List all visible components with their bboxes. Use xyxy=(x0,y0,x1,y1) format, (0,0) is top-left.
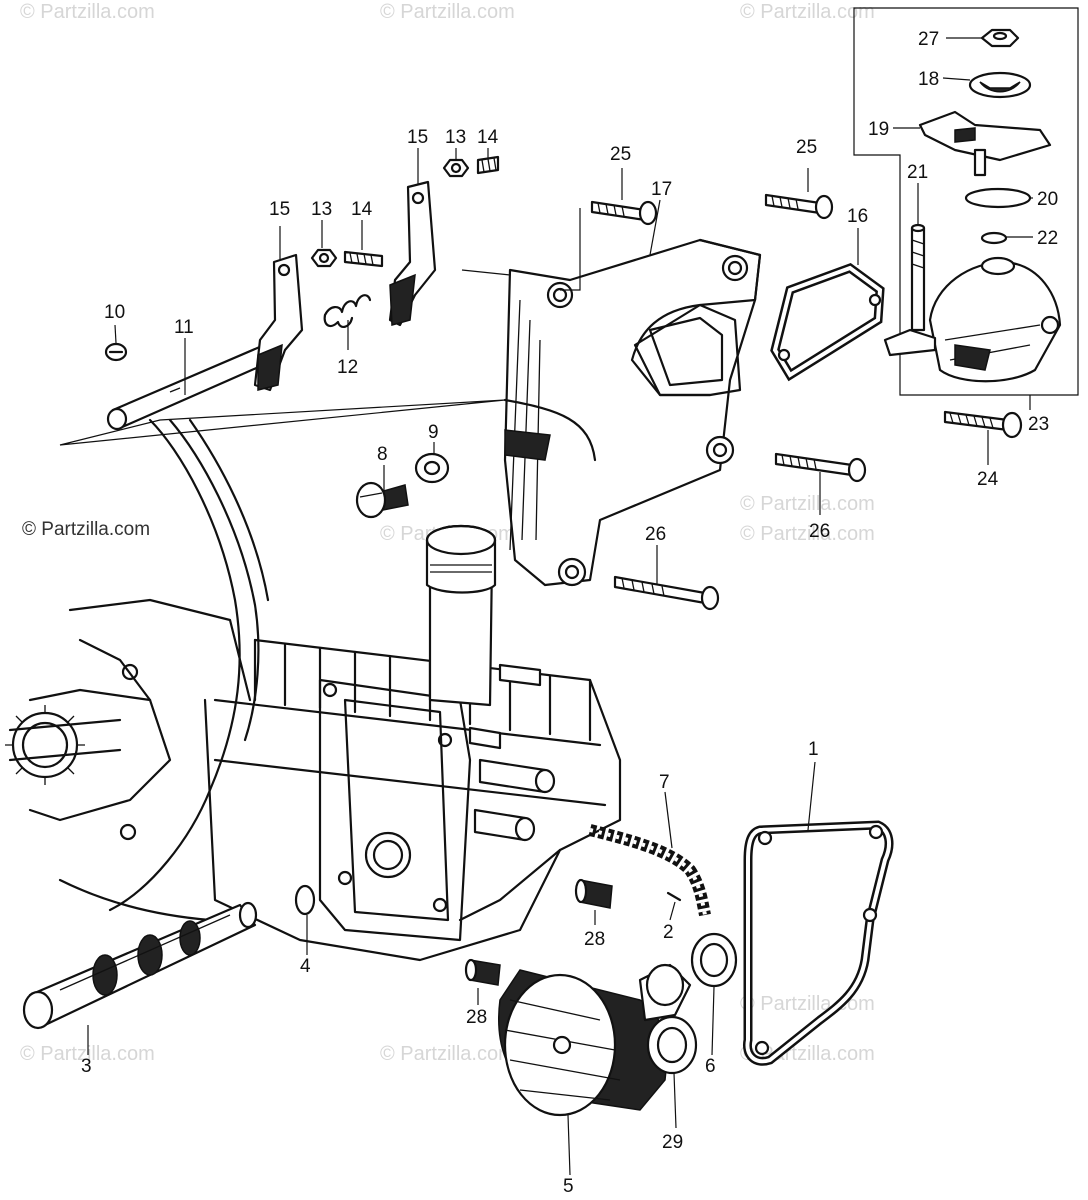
part-14-screw-right xyxy=(476,155,500,175)
part-4-o-ring xyxy=(294,884,316,916)
callout-27: 27 xyxy=(918,29,939,50)
part-5-cam-sprocket xyxy=(498,963,692,1117)
drive-sprocket xyxy=(5,705,122,785)
callout-28-lower: 28 xyxy=(466,1007,487,1028)
part-19-plate xyxy=(918,110,1052,177)
part-13-nut-left xyxy=(310,248,338,268)
part-28-dowel-lower xyxy=(464,958,501,986)
partzilla-credit: © Partzilla.com xyxy=(22,519,150,540)
part-20-spring-ring xyxy=(964,187,1032,209)
callout-4: 4 xyxy=(300,956,311,977)
callout-24: 24 xyxy=(977,469,999,490)
part-15-arm-left xyxy=(253,253,304,392)
callout-21: 21 xyxy=(907,162,928,183)
callout-2: 2 xyxy=(663,922,674,943)
callout-5: 5 xyxy=(563,1176,574,1197)
dowel-pins xyxy=(473,758,556,842)
callout-20: 20 xyxy=(1037,189,1058,210)
part-15-arm-right xyxy=(388,180,437,327)
callout-11: 11 xyxy=(174,317,194,338)
callout-1: 1 xyxy=(808,739,819,760)
part-18-cap xyxy=(968,71,1032,99)
callout-7: 7 xyxy=(659,772,670,793)
callout-15-left: 15 xyxy=(269,199,290,220)
part-9-washer xyxy=(414,452,450,484)
part-12-spring xyxy=(323,294,372,328)
part-25-bolt-left xyxy=(590,200,658,226)
watermark: © Partzilla.com xyxy=(20,1,155,23)
part-6-washer xyxy=(690,932,738,988)
part-22-o-ring xyxy=(980,231,1008,245)
callout-14-left: 14 xyxy=(351,199,373,220)
part-27-nut xyxy=(980,28,1020,48)
crankcase-engine xyxy=(5,418,622,962)
part-24-screw xyxy=(943,410,1023,439)
part-7-chain xyxy=(588,824,711,917)
callout-26-lower: 26 xyxy=(645,524,666,545)
part-3-camshaft xyxy=(22,901,258,1030)
callout-14-right: 14 xyxy=(477,127,499,148)
callout-28-upper: 28 xyxy=(584,929,605,950)
watermark: © Partzilla.com xyxy=(380,1043,515,1065)
callout-26-right: 26 xyxy=(809,521,830,542)
part-14-screw-left xyxy=(343,250,384,268)
callout-6: 6 xyxy=(705,1056,716,1077)
watermark: © Partzilla.com xyxy=(740,493,875,515)
inset-bracket xyxy=(853,7,1079,396)
watermark: © Partzilla.com xyxy=(20,1043,155,1065)
callout-10: 10 xyxy=(104,302,125,323)
watermark: © Partzilla.com xyxy=(740,1,875,23)
watermark: © Partzilla.com xyxy=(740,523,875,545)
callout-12: 12 xyxy=(337,357,358,378)
watermark: © Partzilla.com xyxy=(740,993,875,1015)
callout-8: 8 xyxy=(377,444,388,465)
part-21-shaft xyxy=(883,223,937,357)
part-8-bolt xyxy=(355,481,409,519)
callout-9: 9 xyxy=(428,422,439,443)
callout-25-right: 25 xyxy=(796,137,817,158)
callout-16: 16 xyxy=(847,206,868,227)
part-28-dowel-upper xyxy=(574,878,613,909)
part-25-bolt-right xyxy=(764,193,834,220)
callout-labels: 1 2 3 4 5 6 7 8 9 10 11 12 13 13 14 14 1… xyxy=(81,29,1058,1197)
callout-22: 22 xyxy=(1037,228,1058,249)
callout-17: 17 xyxy=(651,179,672,200)
part-26-bolt-right xyxy=(774,452,867,483)
part-13-nut-right xyxy=(442,158,470,178)
callout-15-right: 15 xyxy=(407,127,428,148)
part-10-clip xyxy=(104,342,128,362)
part-11-shaft xyxy=(106,344,272,431)
part-29-washer xyxy=(646,1015,698,1075)
part-1-gasket xyxy=(742,820,894,1066)
part-26-bolt-lower xyxy=(613,575,720,611)
part-2-pin xyxy=(666,891,682,902)
part-17-housing xyxy=(503,238,762,587)
leader-lines xyxy=(59,37,1033,1176)
callout-3: 3 xyxy=(81,1056,92,1077)
callout-13-right: 13 xyxy=(445,127,466,148)
callout-19: 19 xyxy=(868,119,889,140)
callout-18: 18 xyxy=(918,69,939,90)
part-16-gasket xyxy=(770,262,885,382)
callout-29: 29 xyxy=(662,1132,683,1153)
watermark: © Partzilla.com xyxy=(380,1,515,23)
callout-13-left: 13 xyxy=(311,199,332,220)
callout-23: 23 xyxy=(1028,414,1049,435)
callout-25-left: 25 xyxy=(610,144,631,165)
part-23-breather-cover xyxy=(928,256,1062,383)
